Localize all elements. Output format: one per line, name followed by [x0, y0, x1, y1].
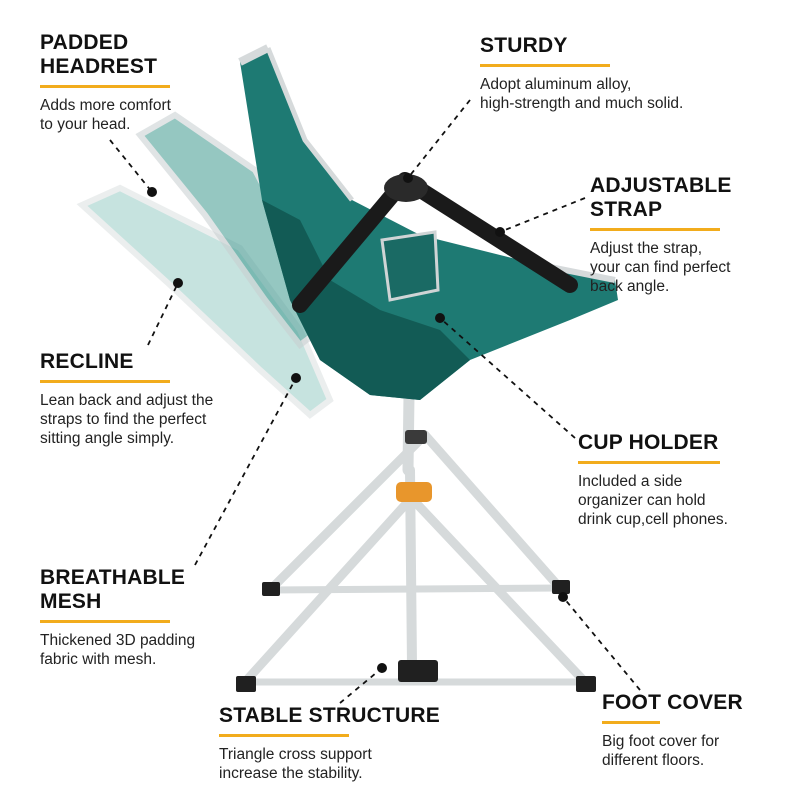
frame-joint	[405, 430, 427, 444]
top-hub	[384, 174, 428, 202]
accent-underline	[602, 721, 660, 724]
callout-title: CUP HOLDER	[578, 431, 719, 454]
callout-title: RECLINE	[40, 350, 134, 373]
callout-description: Adds more comfort to your head.	[40, 97, 171, 133]
callout-foot-cover: FOOT COVER Big foot cover for different …	[602, 691, 792, 770]
leader-lines	[109, 99, 641, 704]
callout-stable-structure: STABLE STRUCTURE Triangle cross support …	[219, 704, 469, 783]
callout-recline: RECLINE Lean back and adjust the straps …	[40, 350, 270, 448]
callout-title: STABLE STRUCTURE	[219, 704, 440, 727]
orange-hinge	[396, 482, 432, 502]
callout-description: Lean back and adjust the straps to find …	[40, 392, 214, 447]
accent-underline	[578, 461, 720, 464]
foot-covers	[236, 580, 596, 692]
callout-description: Adjust the strap, your can find perfect …	[590, 240, 731, 295]
accent-underline	[40, 85, 170, 88]
accent-underline	[590, 228, 720, 231]
recline-ghost-chair-far	[76, 184, 334, 419]
accent-underline	[40, 620, 170, 623]
adjustable-straps	[292, 172, 578, 313]
callout-description: Adopt aluminum alloy, high-strength and …	[480, 76, 684, 112]
callout-description: Included a side organizer can hold drink…	[578, 473, 728, 528]
callout-title: FOOT COVER	[602, 691, 743, 714]
callout-description: Thickened 3D padding fabric with mesh.	[40, 632, 196, 668]
callout-title: STURDY	[480, 34, 568, 57]
callout-cup-holder: CUP HOLDER Included a side organizer can…	[578, 431, 778, 529]
leader-dots	[147, 173, 568, 673]
accent-underline	[40, 380, 170, 383]
cup-holder-pocket	[380, 230, 440, 302]
accent-underline	[219, 734, 349, 737]
callout-description: Big foot cover for different floors.	[602, 733, 720, 769]
accent-underline	[480, 64, 610, 67]
callout-sturdy: STURDY Adopt aluminum alloy, high-streng…	[480, 34, 780, 113]
callout-description: Triangle cross support increase the stab…	[219, 746, 372, 782]
